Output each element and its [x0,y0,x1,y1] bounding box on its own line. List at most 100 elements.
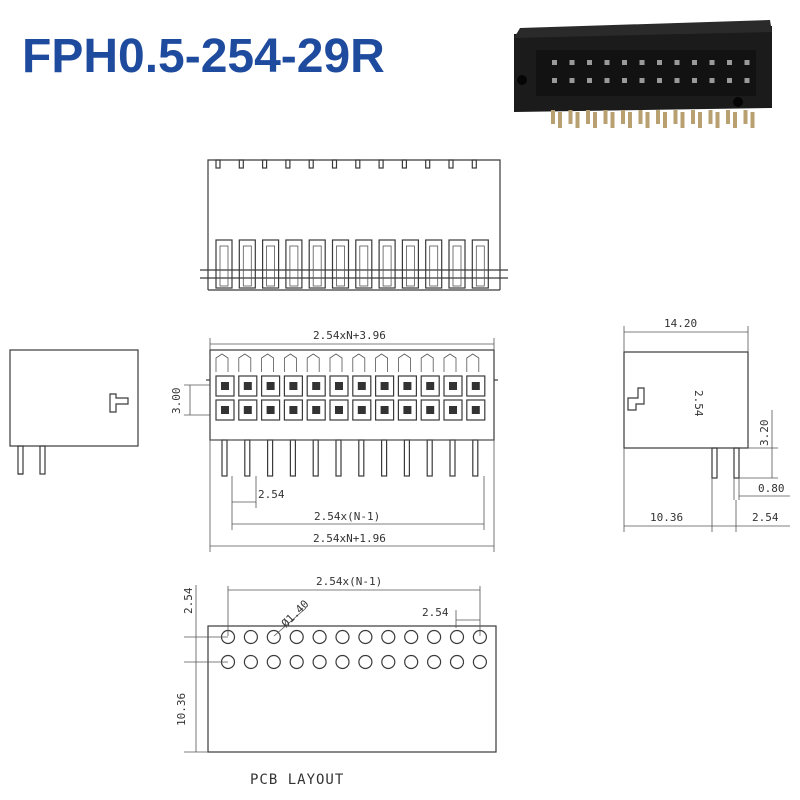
photo-pin [674,78,680,83]
photo-pin [744,60,750,65]
left-side-view [9,349,139,475]
product-photo [514,20,772,128]
front-tooth [306,353,320,372]
photo-pin [622,78,627,83]
top-slot-inner [382,245,392,287]
photo-leg [656,110,660,124]
pcb-hole [243,654,258,670]
photo-legs [551,110,755,128]
photo-pin [622,60,627,65]
top-slot-inner [242,245,252,287]
dim-pcb-hole: Ø1.40 [279,598,312,631]
front-cell [329,399,349,421]
dim-side-pitch: 2.54 [692,390,705,417]
photo-leg [628,112,632,128]
front-contact [335,406,343,414]
pcb-layout: 2.54x(N-1) 2.54 Ø1.40 2.54 10.36 [175,575,497,753]
front-pin [335,439,342,477]
dim-pcb-height: 10.36 [175,693,188,726]
top-finger [378,159,384,169]
top-finger [285,159,291,169]
pcb-hole [404,654,419,670]
pcb-hole [472,654,487,670]
front-contact [380,406,389,414]
front-cell [397,375,417,397]
dim-pin-pitch: 2.54 [258,488,285,501]
pcb-hole [449,629,465,645]
photo-leg [743,110,748,124]
front-tooth [215,353,229,372]
photo-leg [698,112,702,128]
front-cell [238,399,258,421]
photo-leg [621,110,625,124]
photo-pin [569,78,575,83]
photo-pin [657,60,662,65]
top-slot-inner [336,245,345,287]
top-finger [308,159,314,169]
top-slot [285,239,303,289]
front-contact [289,406,298,414]
front-tooth [375,353,388,372]
front-cell [306,399,326,421]
photo-pin [639,60,645,65]
pcb-hole [266,629,281,645]
top-finger [215,159,221,169]
top-slot-inner [405,245,415,287]
top-finger [425,159,431,169]
top-slot [378,239,396,289]
photo-pin [552,60,557,65]
photo-leg [715,112,720,128]
front-contact [243,382,252,390]
top-slot-inner [219,245,229,287]
dim-pcb-pitch-row: 2.54 [422,606,449,619]
front-cell [443,375,463,397]
top-finger [262,159,268,169]
photo-pin [692,78,697,83]
front-cell [283,399,303,421]
dim-side-width: 14.20 [664,317,697,330]
front-cell [375,375,395,397]
right-side-view: 2.54 14.20 3.20 0.80 10.36 2.54 [623,317,790,532]
front-cell [261,375,281,397]
front-pin [403,439,410,477]
front-cell [375,399,395,421]
top-slot [331,239,350,289]
pcb-hole [266,654,281,670]
top-slot-inner [266,245,276,287]
front-contact [449,382,457,390]
front-pin [267,439,274,477]
front-cell [466,399,486,421]
front-contact [403,406,412,414]
photo-leg [603,110,608,124]
photo-leg [551,110,555,124]
pcb-hole [358,629,373,645]
dim-span: 2.54x(N-1) [314,510,380,523]
photo-mount-hole [733,97,743,107]
photo-pin [727,78,732,83]
photo-mount-hole [517,75,527,85]
front-tooth [329,353,343,372]
front-cell [352,375,372,397]
pcb-hole [358,654,373,670]
front-tooth [443,353,457,372]
photo-leg [638,110,643,124]
front-contact [221,382,229,390]
top-slot-inner [312,245,322,287]
front-cell [215,399,235,421]
pcb-hole [312,629,327,645]
front-view: 2.54xN+3.96 3.00 2.54 2.54x(N-1) 2.54xN+… [170,329,498,552]
front-cell [420,399,440,421]
front-pin [472,439,479,477]
photo-leg [610,112,615,128]
top-finger [471,159,477,169]
top-slot-inner [452,245,462,287]
photo-leg [680,112,685,128]
top-slot [238,239,256,289]
dim-side-lead: 3.20 [758,420,771,447]
photo-pin [709,78,715,83]
photo-leg [673,110,678,124]
dim-pcb-pitch-col: 2.54 [182,587,195,614]
pcb-hole [312,654,327,670]
top-slot [355,239,373,289]
